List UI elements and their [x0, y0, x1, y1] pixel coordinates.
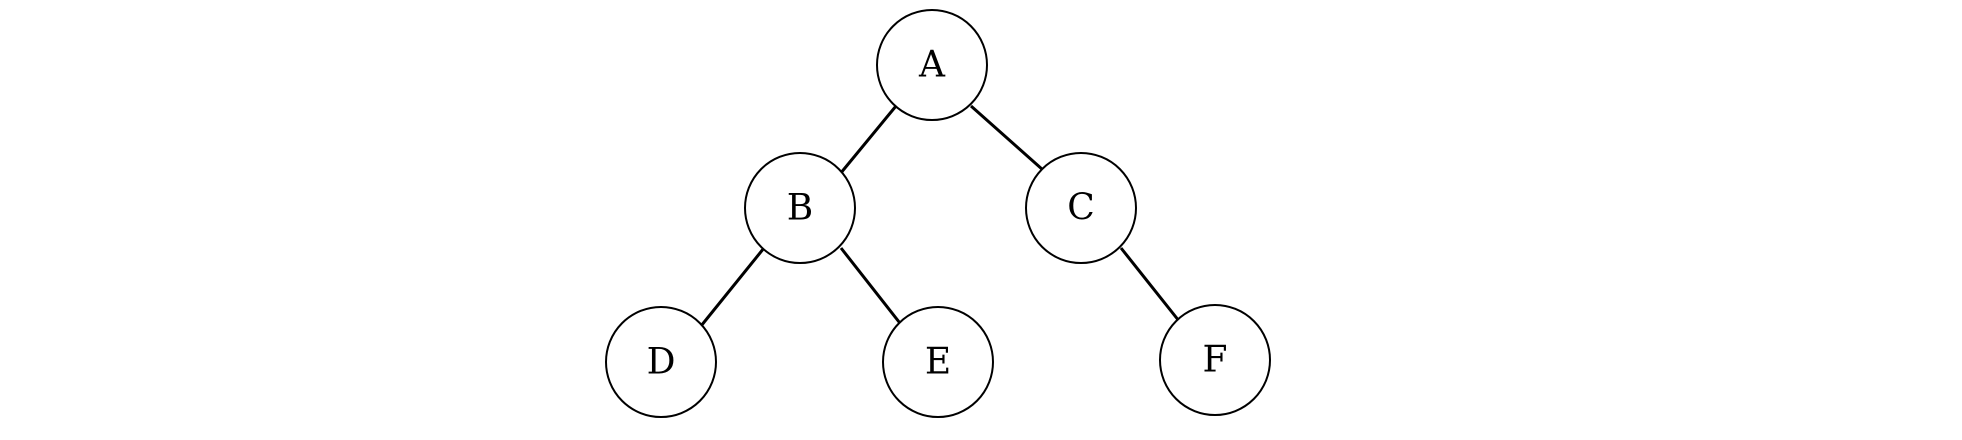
node-f-circle: [1159, 304, 1271, 416]
node-b-label: B: [787, 188, 813, 229]
node-a-circle: [876, 9, 988, 121]
edge-b-d: [699, 247, 766, 327]
node-a-label: A: [918, 45, 946, 86]
edge-a-b: [838, 105, 898, 175]
edge-c-f: [1119, 247, 1185, 327]
edge-a-c: [970, 104, 1044, 172]
node-c-label: C: [1067, 188, 1095, 229]
tree-node-d: D: [605, 306, 717, 418]
tree-node-f: F: [1159, 304, 1271, 416]
node-f-label: F: [1203, 340, 1228, 381]
node-e-circle: [882, 306, 994, 418]
edge-b-e: [839, 247, 905, 328]
node-e-label: E: [925, 342, 951, 383]
edges-layer: [699, 104, 1185, 328]
tree-node-b: B: [744, 152, 856, 264]
node-b-circle: [744, 152, 856, 264]
tree-node-c: C: [1025, 152, 1137, 264]
node-c-circle: [1025, 152, 1137, 264]
tree-node-a: A: [876, 9, 988, 121]
nodes-layer: A B C D E F: [605, 9, 1271, 418]
node-d-circle: [605, 306, 717, 418]
tree-node-e: E: [882, 306, 994, 418]
node-d-label: D: [647, 342, 676, 383]
